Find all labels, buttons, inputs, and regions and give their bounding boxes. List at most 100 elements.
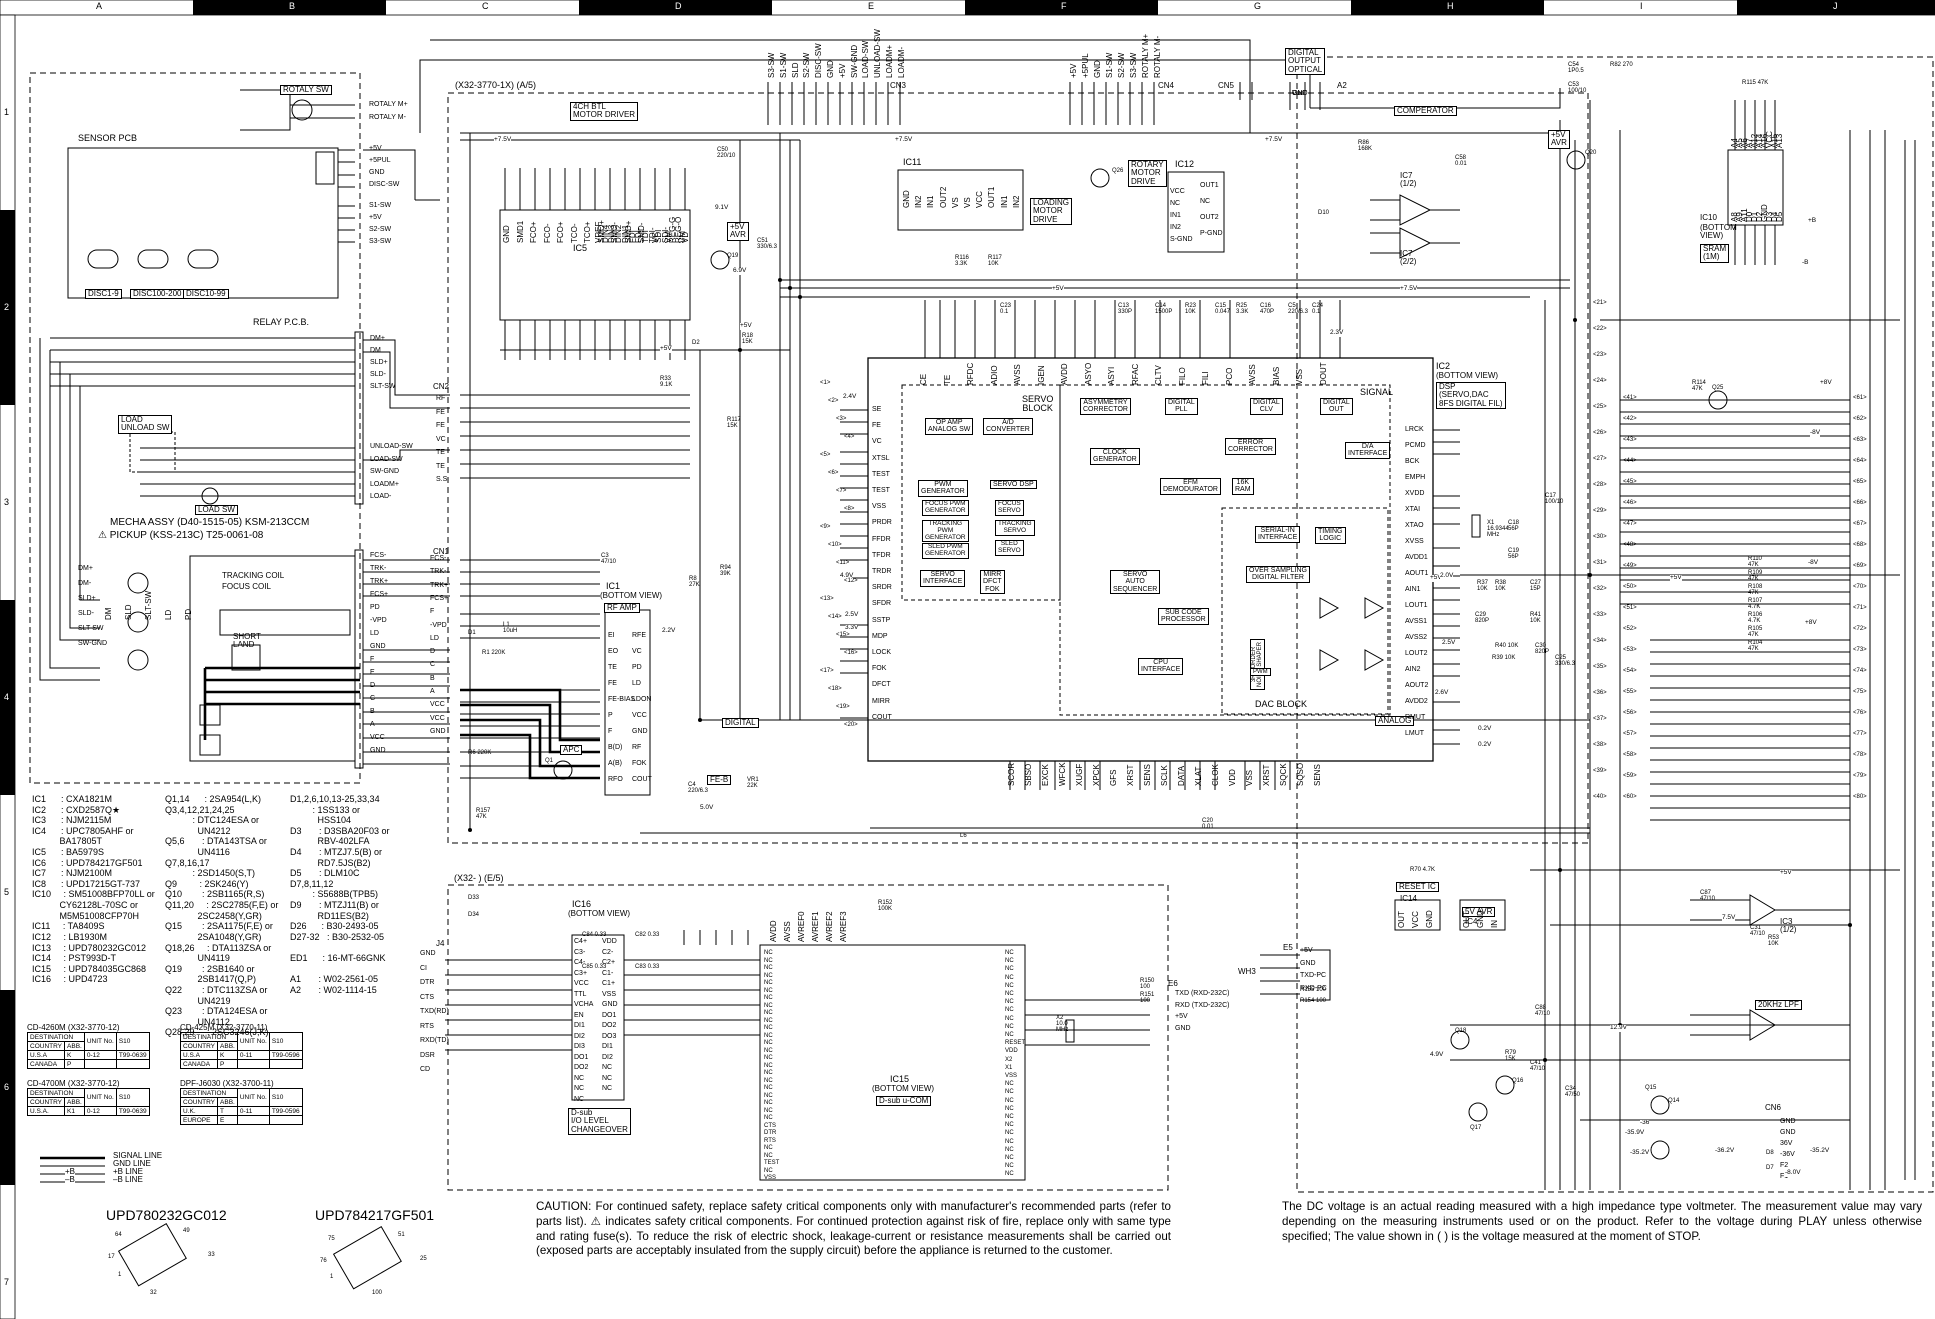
voltage-note: The DC voltage is an actual reading meas…: [1282, 1200, 1922, 1243]
disc-label-3: DISC10-99: [183, 289, 229, 300]
node-number-7: <7>: [836, 488, 847, 494]
dsp-block-8: TRACKING SERVO: [995, 520, 1035, 536]
ic16-pin-l-2: C4-: [574, 959, 586, 966]
dsp-block-13: DIGITAL PLL: [1165, 398, 1198, 415]
table-cell: K: [217, 1050, 238, 1061]
ic16-pin-r-2: C2+: [602, 959, 616, 966]
ic15-pin-r-26: NC: [1005, 1163, 1014, 1170]
cn3-pin-2: SLD: [790, 62, 800, 78]
dsp-block-11: MIRR DFCT FOK: [980, 570, 1005, 595]
ic12-pin-0: VCC: [1170, 188, 1185, 195]
ic16-pin-l-0: C4+: [574, 938, 588, 945]
voltage-label-16: 2.5V: [845, 611, 859, 619]
ic15-pin-l-14: NC: [764, 1055, 773, 1061]
node-number-68: <68>: [1853, 542, 1867, 548]
cn3-pin-8: LOAD-SW: [861, 40, 871, 78]
component-label-80: R110 47K: [1748, 556, 1762, 568]
component-label-86: R104 47K: [1748, 640, 1763, 652]
node-number-74: <74>: [1853, 668, 1867, 674]
ic16-pin-l-3: C3+: [574, 969, 588, 977]
cn2-pin-5: TE: [436, 462, 445, 470]
ic15-pin-l-29: NC: [764, 1167, 773, 1174]
mech-label-3: SLD-: [78, 610, 94, 617]
node-number-21: <21>: [1593, 300, 1607, 306]
rotaly-sw-label: ROTALY SW: [280, 85, 332, 96]
ic5-pin-top-0: GND: [502, 225, 511, 243]
ic15-top-pin-3: AVREF1: [811, 911, 820, 942]
row-label-4: 4: [4, 692, 10, 702]
a2-pin-0: GND: [1292, 90, 1308, 97]
ic15-pin-r-27: NC: [1005, 1171, 1014, 1178]
ic1-pin-r-3: LD: [632, 680, 641, 687]
dac-block-boundary: [1221, 507, 1389, 715]
dsp-bottom-pin-1: SBSO: [1024, 763, 1033, 786]
ic4-pin-1: GND: [1476, 910, 1485, 928]
node-number-69: <69>: [1853, 563, 1867, 569]
sensor-pin-b-0: S1-SW: [369, 202, 392, 209]
node-number-66: <66>: [1853, 500, 1867, 506]
cn1-pin-9: B: [430, 674, 435, 682]
cn6-pin-3: -36V: [1780, 1151, 1795, 1158]
j4-pin-5: RTS: [420, 1022, 434, 1030]
node-number-60: <60>: [1623, 794, 1637, 800]
table-cell: [83, 1059, 117, 1070]
node-number-20: <20>: [844, 722, 858, 728]
ic12-pin-3: IN2: [1170, 224, 1181, 231]
dsp-right-pin-18: RMUT: [1405, 714, 1426, 721]
ic15-pin-r-13: X2: [1005, 1056, 1013, 1063]
component-label-39: L6: [960, 833, 967, 839]
cn2-pin-6: S.S: [436, 476, 448, 483]
table-cell: E: [217, 1115, 238, 1126]
ic16-pin-l-14: NC: [574, 1085, 585, 1092]
dsp-right-pin-17: AVDD2: [1405, 698, 1428, 705]
cn4-pin-5: S3-SW: [1129, 52, 1138, 78]
dac-block-label: DAC BLOCK: [1255, 699, 1308, 709]
component-label-7: C51 330/6.3: [757, 238, 778, 250]
column-label-f: F: [1061, 1, 1067, 11]
node-number-37: <37>: [1593, 716, 1607, 722]
cn2-label: CN2: [433, 382, 450, 391]
component-label-34: C3 47/10: [601, 553, 617, 565]
ic16-pin-l-6: VCHA: [574, 1001, 594, 1008]
ic16-pin-r-10: DI1: [602, 1043, 613, 1050]
dsp-top-pin-2: RFDC: [966, 362, 975, 385]
ic1-function: RF AMP: [604, 603, 640, 614]
ic3-label: IC3 (1/2): [1780, 917, 1797, 935]
dsp-bottom-pin-6: GFS: [1109, 769, 1118, 786]
node-number-51: <51>: [1623, 605, 1637, 611]
dsp-block-6: SERVO DSP: [990, 480, 1037, 490]
ic12-pin-1: NC: [1170, 200, 1181, 207]
voltage-label-26: -35.2V: [1630, 1149, 1650, 1157]
dsp-block-18: ERROR CORRECTOR: [1225, 438, 1276, 455]
sub-board-boundary: [447, 884, 1169, 1191]
dsp-left-pin-1: FE: [872, 422, 881, 430]
node-number-49: <49>: [1623, 563, 1637, 569]
voltage-label-29: -36: [1640, 1119, 1650, 1127]
ic16-pin-l-9: DI2: [574, 1032, 585, 1040]
table-cell: P: [64, 1059, 85, 1070]
voltage-label-3: +7.5V: [895, 136, 913, 144]
row-label-7: 7: [4, 1277, 10, 1287]
ic15-pin-r-21: NC: [1005, 1122, 1014, 1129]
voltage-label-38: 2.3V: [1330, 329, 1344, 337]
node-number-38: <38>: [1593, 742, 1607, 748]
ic16-pin-l-15: NC: [574, 1095, 585, 1103]
node-number-42: <42>: [1623, 416, 1637, 422]
ic2-view: (BOTTOM VIEW): [1436, 371, 1499, 380]
chip-label-upd784217: UPD784217GF501: [315, 1207, 435, 1223]
voltage-label-1: +5V: [660, 345, 672, 353]
dsp-block-16: CLOCK GENERATOR: [1090, 448, 1140, 465]
ic11-pin-6: VCC: [975, 191, 985, 208]
cn3-pin-0: S3-SW: [767, 52, 776, 78]
dsp-left-pin-13: SSTP: [872, 616, 891, 624]
ic16-pin-r-12: NC: [602, 1064, 613, 1071]
ic1-pin-l-7: B(D): [608, 744, 623, 751]
pickup-pin-4: PD: [370, 604, 380, 611]
table-cell: 0-11: [236, 1106, 270, 1117]
ic5-pin-top-2: FCO+: [529, 221, 538, 243]
ic15-pin-l-26: NC: [764, 1145, 773, 1151]
ic15-pin-r-23: NC: [1005, 1138, 1014, 1145]
cn1-pin-0: FCS-: [430, 555, 447, 562]
